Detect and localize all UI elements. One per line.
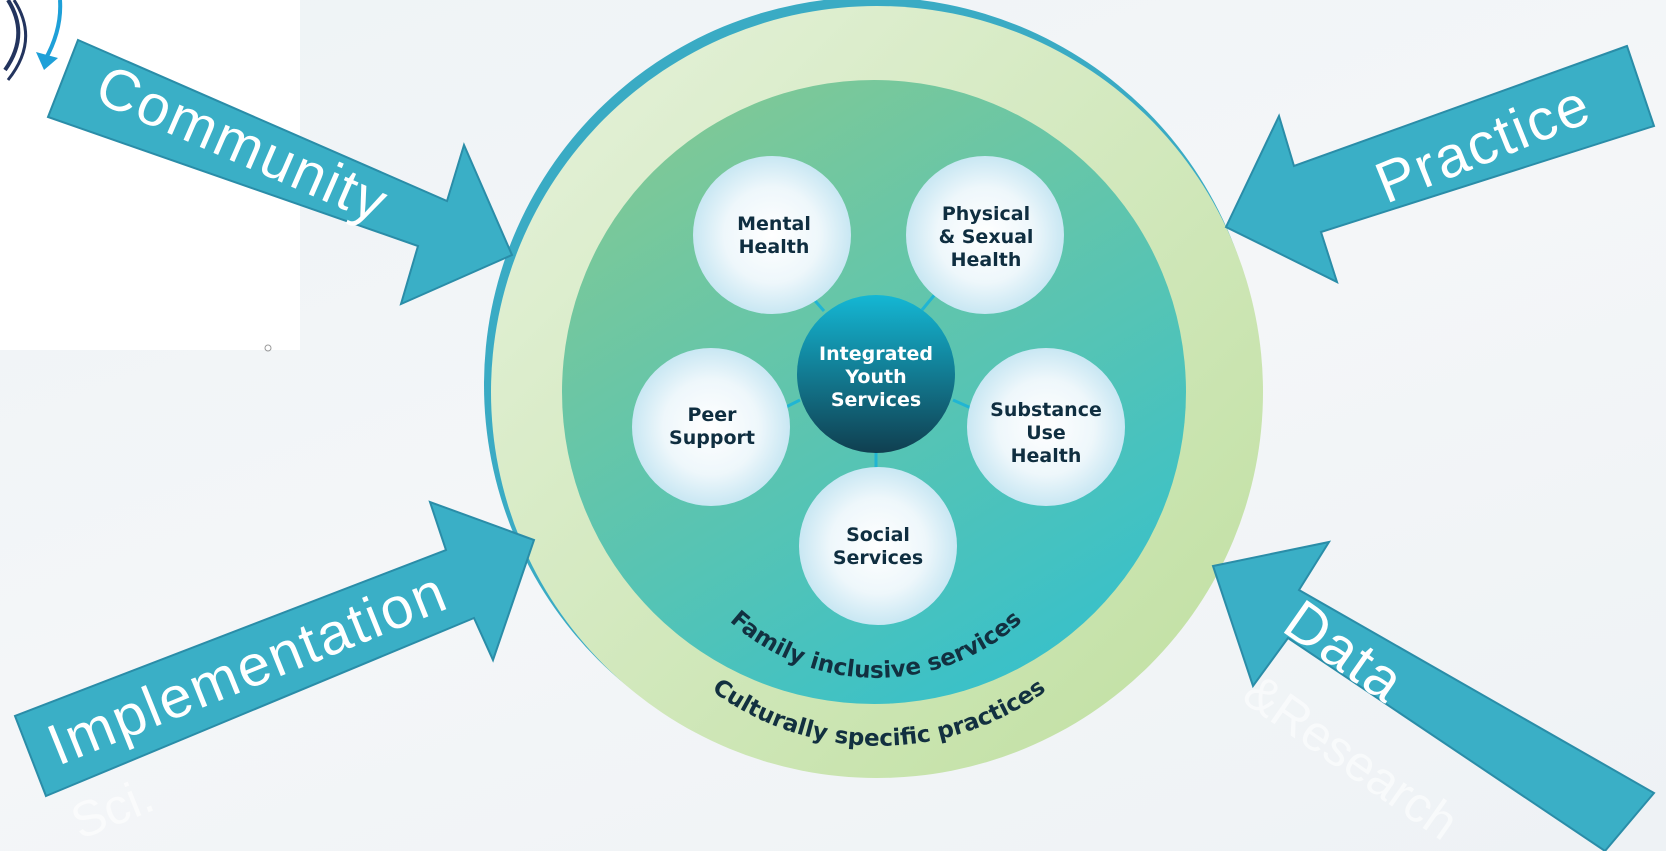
- bubble-label: Health: [1011, 445, 1082, 467]
- hub-label: Youth: [844, 366, 906, 388]
- bubble-label: Physical: [942, 203, 1030, 225]
- bubble-label: Peer: [687, 404, 737, 426]
- bubble-label: & Sexual: [939, 226, 1034, 248]
- bubble-label: Use: [1026, 422, 1066, 444]
- hub-integrated-youth-services: Integrated Youth Services: [797, 295, 955, 453]
- arrow-practice: Practice: [1224, 44, 1656, 284]
- arrow-data: Data &Research: [1211, 540, 1656, 851]
- arrow-implementation: Implementation Sci.: [13, 500, 536, 850]
- bubble-mental-health: Mental Health: [693, 156, 851, 314]
- bubble-physical-sexual-health: Physical & Sexual Health: [906, 156, 1064, 314]
- bubble-label: Mental: [737, 213, 811, 235]
- hub-label: Integrated: [819, 343, 933, 365]
- bubble-label: Services: [833, 547, 923, 569]
- bubble-label: Substance: [990, 399, 1102, 421]
- bubble-social-services: Social Services: [799, 467, 957, 625]
- hub-label: Services: [831, 389, 921, 411]
- bubble-substance-use-health: Substance Use Health: [967, 348, 1125, 506]
- bubble-label: Health: [951, 249, 1022, 271]
- bubble-label: Social: [846, 524, 910, 546]
- bubble-label: Health: [739, 236, 810, 258]
- arrow-label-implementation: Implementation: [39, 559, 457, 778]
- logo-arrow-icon: [43, 0, 63, 61]
- bubble-label: Support: [669, 427, 755, 449]
- bubble-peer-support: Peer Support: [632, 348, 790, 506]
- arrow-label-practice: Practice: [1367, 71, 1600, 216]
